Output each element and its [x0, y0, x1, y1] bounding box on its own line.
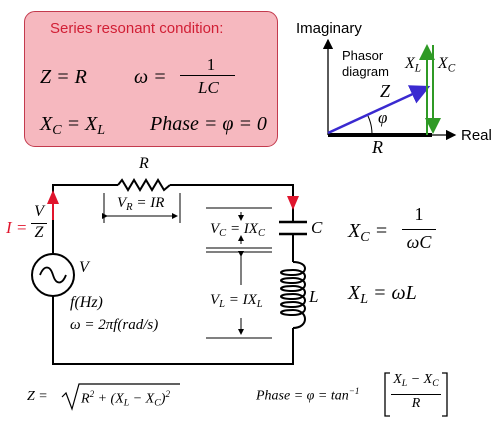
ac-source-symbol	[31, 253, 75, 297]
current-formula-num: V	[34, 203, 44, 220]
z-formula-lhs: Z =	[27, 389, 48, 404]
phasor-phi-arc	[367, 115, 373, 136]
vc-rhs: = IX	[226, 221, 258, 237]
phasor-xc-x: X	[438, 55, 448, 72]
vl-dimension	[206, 251, 272, 339]
phase-num-x: X	[393, 372, 402, 387]
vr-rhs: = IR	[132, 195, 165, 211]
z-close: )	[160, 391, 166, 407]
inductor-label: L	[309, 287, 319, 306]
capacitor-label: C	[311, 218, 323, 237]
phasor-z-label: Z	[380, 81, 391, 101]
source-v-label: V	[79, 259, 89, 276]
vc-equation: VC = IXC	[210, 221, 265, 239]
z-minus: − X	[129, 391, 155, 407]
z-r: R	[81, 391, 90, 407]
vc-dimension	[206, 207, 272, 249]
capacitor-symbol	[279, 220, 307, 236]
vc-v: V	[210, 221, 220, 237]
xc-lhs: XC =	[348, 220, 388, 246]
eq-xc-sub: C	[52, 123, 62, 139]
resonant-condition-box	[24, 11, 278, 147]
phasor-xl-x: X	[405, 55, 415, 72]
vl-v: V	[210, 292, 220, 308]
current-arrow-right	[287, 196, 299, 210]
circuit-wires	[52, 184, 294, 365]
z-xc-sub: C	[154, 397, 161, 409]
phasor-phi-label: φ	[378, 108, 388, 127]
real-axis-label: Real	[461, 127, 492, 144]
xc-fraction-bar	[402, 229, 436, 230]
phase-lhs: Phase = φ = tan	[256, 388, 349, 404]
eq-xl-sub: L	[97, 123, 106, 139]
vr-dimension	[102, 193, 181, 223]
current-formula-den: Z	[34, 224, 44, 241]
xl-x: X	[348, 282, 361, 304]
z-formula-radicand: R2 + (XL − XC)2	[81, 389, 170, 408]
vc-sub: C	[219, 228, 227, 240]
imaginary-axis-label: Imaginary	[296, 20, 362, 37]
vl-rhs-sub: L	[256, 299, 263, 311]
resistor-label: R	[139, 155, 149, 172]
z-r-exp: 2	[89, 389, 95, 399]
vl-sub: L	[219, 299, 226, 311]
phase-formula-lhs: Phase = φ = tan−1	[256, 386, 359, 404]
z-mid: + (X	[94, 391, 124, 407]
source-f-label: f(Hz)	[70, 294, 103, 311]
eq-omega-lhs: ω =	[134, 66, 167, 88]
inductor-symbol	[280, 261, 306, 329]
resistor-symbol	[117, 178, 171, 192]
xl-equation: XL = ωL	[348, 282, 417, 308]
phasor-title-line1: Phasor	[342, 48, 384, 63]
phase-num-mid: − X	[407, 372, 433, 387]
phasor-z-vector	[327, 85, 431, 135]
phase-brackets	[384, 372, 448, 417]
phasor-xl-sub: L	[414, 62, 422, 75]
eq-xc-mid: = X	[61, 113, 98, 135]
z-exp: 2	[165, 389, 170, 399]
phasor-xc-sub: C	[447, 62, 456, 75]
xl-sub: L	[360, 292, 369, 308]
current-fraction-bar	[31, 223, 47, 224]
phase-numerator: XL − XC	[390, 372, 442, 389]
current-arrow-left	[47, 190, 59, 220]
vl-equation: VL = IXL	[210, 292, 263, 310]
eq-xc-x: X	[40, 113, 53, 135]
vr-v: V	[117, 195, 127, 211]
phase-fraction-bar	[391, 394, 441, 395]
eq-xc-equals-xl: XC = XL	[40, 113, 105, 139]
phase-denominator: R	[411, 396, 421, 411]
phasor-title-line2: diagram	[342, 64, 389, 79]
xc-lhs-x: X	[348, 220, 361, 242]
source-omega-label: ω = 2πf(rad/s)	[70, 317, 159, 333]
xc-lhs-eq: =	[369, 220, 389, 242]
xl-rhs: = ωL	[368, 282, 417, 304]
xc-numerator: 1	[414, 204, 424, 224]
phasor-diagram-title: Phasor diagram	[342, 48, 389, 80]
vc-rhs-sub: C	[257, 228, 265, 240]
eq-omega-numerator: 1	[206, 55, 216, 74]
vr-sub: R	[126, 202, 133, 214]
phase-num-sub-a: L	[401, 377, 408, 389]
eq-phase-zero: Phase = φ = 0	[150, 113, 267, 135]
phase-num-sub-b: C	[432, 377, 439, 389]
phase-exp: −1	[348, 386, 360, 396]
vr-equation: VR = IR	[117, 195, 164, 213]
eq-omega-denominator: LC	[198, 78, 219, 97]
phasor-r-label: R	[372, 137, 383, 157]
xc-lhs-sub: C	[360, 230, 370, 246]
z-xl-sub: L	[123, 397, 130, 409]
current-formula-lhs: I =	[6, 218, 28, 237]
eq-z-equals-r: Z = R	[40, 66, 87, 88]
phasor-xl-label: XL	[405, 55, 421, 74]
eq-omega-fraction-bar	[180, 75, 235, 76]
vl-rhs: = IX	[225, 292, 257, 308]
resonant-box-title: Series resonant condition:	[50, 20, 224, 37]
xc-denominator: ωC	[406, 232, 432, 252]
phasor-xc-label: XC	[438, 55, 455, 74]
z-sqrt-sign	[61, 383, 180, 411]
